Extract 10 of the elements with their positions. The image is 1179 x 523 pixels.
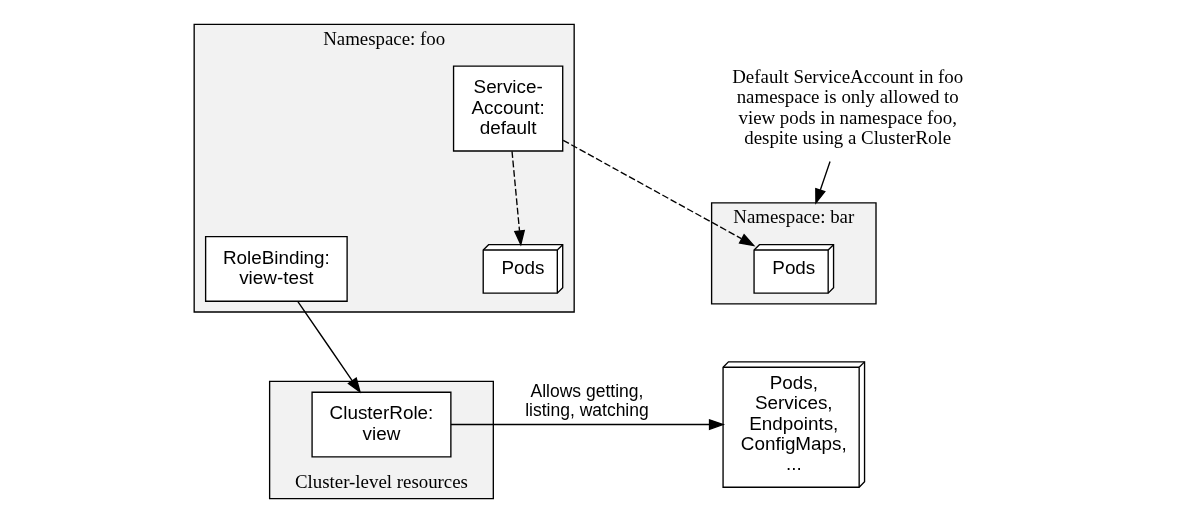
edge-label: Allows getting, listing, watching: [524, 380, 649, 420]
node-box: Service-Account: default: [452, 65, 563, 152]
node-box: RoleBinding: view-test: [204, 235, 348, 302]
arrow: [449, 418, 725, 431]
arrow: [562, 139, 755, 247]
node-box: ClusterRole: view: [310, 391, 452, 458]
arrow: [510, 150, 525, 247]
arrow: [296, 300, 361, 394]
node-text: Default ServiceAccount in foo namespace is only allowed to view pods in namespace foo, despite using a ClusterRole: [731, 66, 963, 148]
arrow: [814, 160, 831, 205]
